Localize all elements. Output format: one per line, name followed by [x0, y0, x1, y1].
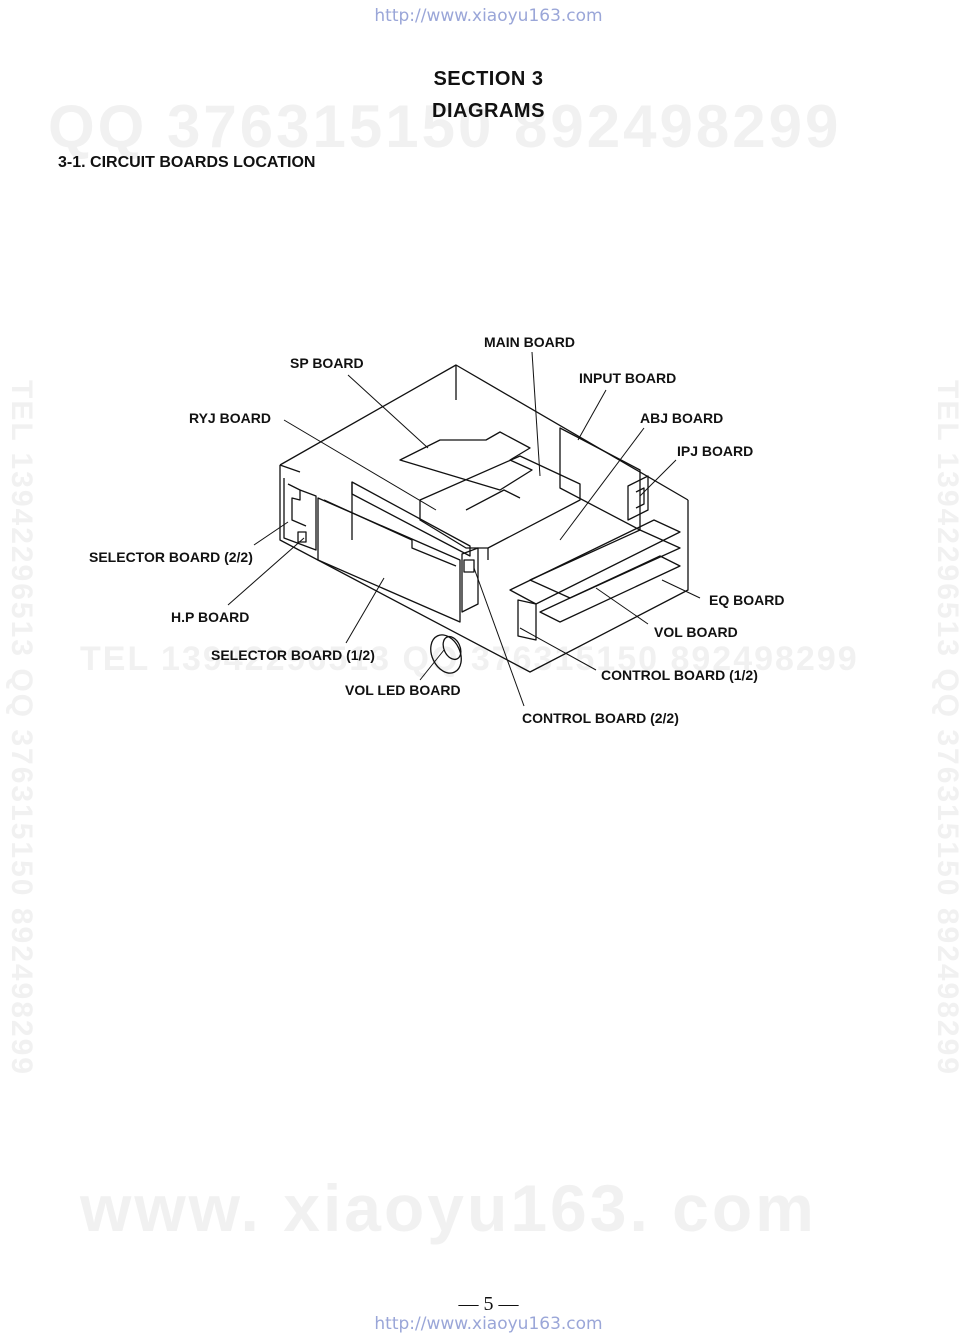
- ryj-board: [351, 481, 471, 557]
- eq-board: [529, 529, 681, 599]
- label-selector-board-2-2: SELECTOR BOARD (2/2): [89, 549, 253, 565]
- label-control-board-2-2: CONTROL BOARD (2/2): [522, 710, 679, 726]
- label-input-board: INPUT BOARD: [579, 370, 676, 386]
- label-vol-led-board: VOL LED BOARD: [345, 682, 461, 698]
- footer-url[interactable]: http://www.xiaoyu163.com: [374, 1314, 603, 1334]
- label-ryj-board: RYJ BOARD: [189, 410, 271, 426]
- label-abj-board: ABJ BOARD: [640, 410, 723, 426]
- watermark-qq: QQ 376315150 892498299: [48, 93, 842, 160]
- selector-board-2-2: [283, 478, 317, 551]
- label-eq-board: EQ BOARD: [709, 592, 784, 608]
- subsection-heading: 3-1. CIRCUIT BOARDS LOCATION: [58, 154, 316, 171]
- label-ipj-board: IPJ BOARD: [677, 443, 753, 459]
- watermark-tel: TEL 13942296513 QQ 376315150 892498299: [80, 640, 859, 678]
- vol-board: [539, 555, 681, 623]
- selector-board-1-2: [317, 497, 461, 623]
- watermark-side-right: TEL 13942296513 QQ 376315150 892498299: [931, 380, 964, 1076]
- control-board-1-2: [509, 519, 681, 641]
- section-title: SECTION 3: [433, 68, 544, 90]
- label-sp-board: SP BOARD: [290, 355, 364, 371]
- section-name: DIAGRAMS: [432, 100, 545, 122]
- vol-led-knob: [430, 634, 462, 674]
- watermark-side-left: TEL 13942296513 QQ 376315150 892498299: [5, 380, 38, 1076]
- main-board: [419, 455, 581, 560]
- header-url[interactable]: http://www.xiaoyu163.com: [374, 6, 603, 26]
- page-number: — 5 —: [458, 1293, 519, 1315]
- chassis-outline: [279, 364, 689, 673]
- watermark-site: www. xiaoyu163. com: [80, 1171, 817, 1245]
- label-selector-board-1-2: SELECTOR BOARD (1/2): [211, 647, 375, 663]
- control-board-2-2: [461, 547, 479, 613]
- sp-board: [399, 431, 533, 491]
- label-vol-board: VOL BOARD: [654, 624, 738, 640]
- label-control-board-1-2: CONTROL BOARD (1/2): [601, 667, 758, 683]
- label-hp-board: H.P BOARD: [171, 609, 249, 625]
- label-main-board: MAIN BOARD: [484, 334, 575, 350]
- leader-lines: [227, 351, 701, 707]
- ipj-board: [627, 475, 649, 521]
